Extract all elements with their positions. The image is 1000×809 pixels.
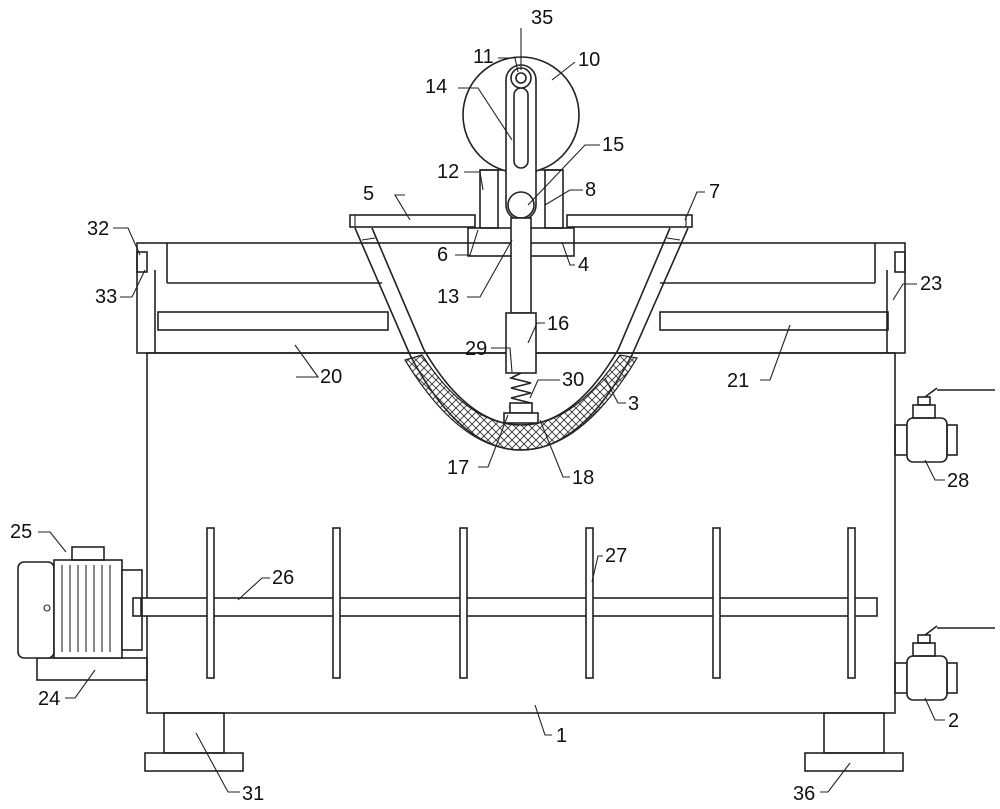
motor-fins bbox=[61, 565, 111, 652]
label-25: 25 bbox=[10, 521, 32, 543]
label-23: 23 bbox=[920, 273, 942, 295]
u-basket bbox=[354, 227, 689, 451]
label-7: 7 bbox=[709, 181, 720, 203]
label-12: 12 bbox=[437, 161, 459, 183]
label-8: 8 bbox=[585, 179, 596, 201]
push-rod bbox=[503, 217, 539, 424]
label-4: 4 bbox=[578, 254, 589, 276]
label-15: 15 bbox=[602, 134, 624, 156]
top-rails bbox=[349, 214, 693, 228]
label-13: 13 bbox=[437, 286, 459, 308]
label-2: 2 bbox=[948, 710, 959, 732]
label-36: 36 bbox=[793, 783, 815, 805]
label-35: 35 bbox=[531, 7, 553, 29]
label-5: 5 bbox=[363, 183, 374, 205]
label-29: 29 bbox=[465, 338, 487, 360]
label-1: 1 bbox=[556, 725, 567, 747]
label-11: 11 bbox=[473, 46, 494, 68]
label-10: 10 bbox=[578, 49, 600, 71]
label-14: 14 bbox=[425, 76, 447, 98]
label-24: 24 bbox=[38, 688, 60, 710]
label-33: 33 bbox=[95, 286, 117, 308]
valve-lower bbox=[894, 625, 995, 701]
label-16: 16 bbox=[547, 313, 569, 335]
leader-lines bbox=[38, 28, 945, 793]
label-17: 17 bbox=[447, 457, 469, 479]
label-21: 21 bbox=[727, 370, 749, 392]
label-20: 20 bbox=[320, 366, 342, 388]
label-27: 27 bbox=[605, 545, 627, 567]
label-3: 3 bbox=[628, 393, 639, 415]
filter-plates bbox=[157, 311, 889, 331]
label-30: 30 bbox=[562, 369, 584, 391]
label-32: 32 bbox=[87, 218, 109, 240]
support-legs bbox=[144, 712, 904, 772]
label-6: 6 bbox=[437, 244, 448, 266]
stirring-shaft bbox=[141, 527, 878, 679]
label-28: 28 bbox=[947, 470, 969, 492]
valve-upper bbox=[894, 387, 995, 463]
motor bbox=[17, 546, 148, 681]
drive-disk bbox=[462, 56, 580, 221]
part-labels: 35 11 10 14 15 12 8 5 7 32 6 4 33 23 13 … bbox=[10, 7, 969, 805]
label-26: 26 bbox=[272, 567, 294, 589]
label-18: 18 bbox=[572, 467, 594, 489]
label-31: 31 bbox=[242, 783, 264, 805]
